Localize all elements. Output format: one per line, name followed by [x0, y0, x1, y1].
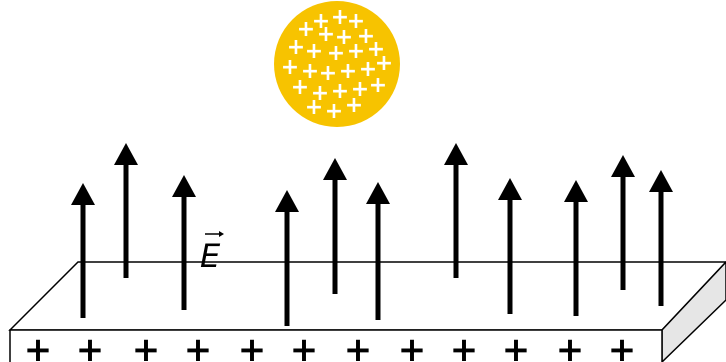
sphere-charge-plus: +: [369, 73, 387, 98]
sphere-charge-group: ++++++++++++++++++++++++++: [281, 5, 393, 124]
sphere-charge-plus: +: [301, 59, 319, 84]
field-arrow: [611, 155, 635, 290]
sphere-charge-plus: +: [297, 17, 315, 42]
sphere-charge-plus: +: [331, 79, 349, 104]
plate-charge-plus: +: [290, 330, 319, 362]
field-arrow-head: [366, 182, 390, 204]
field-arrow-head: [323, 158, 347, 180]
field-arrow: [366, 182, 390, 320]
field-arrow-head: [498, 178, 522, 200]
field-arrow: [323, 158, 347, 294]
sphere-charge-plus: +: [312, 9, 330, 34]
sphere-charge-plus: +: [311, 81, 329, 106]
plate-top-face: [8, 261, 726, 331]
sphere-charge-plus: +: [367, 37, 385, 62]
plate-charge-plus: +: [556, 330, 585, 362]
sphere-charge-plus: +: [357, 24, 375, 49]
sphere-charge-plus: +: [359, 57, 377, 82]
sphere-charge-plus: +: [351, 77, 369, 102]
sphere-charge-plus: +: [287, 35, 305, 60]
sphere-charge-plus: +: [305, 95, 323, 120]
field-arrow: [564, 180, 588, 316]
plate-front-face: [9, 329, 663, 362]
sphere-charge-plus: +: [335, 25, 353, 50]
field-arrow-head: [611, 155, 635, 177]
sphere-charge-plus: +: [281, 55, 299, 80]
field-label-group: E: [200, 231, 224, 275]
sphere-charge-plus: +: [319, 61, 337, 86]
field-arrow: [498, 178, 522, 314]
plate-charge-group: + + + + + + + + + + + +: [24, 330, 637, 362]
vector-arrow-head: [219, 231, 224, 237]
field-arrow: [114, 143, 138, 278]
field-arrow-head: [114, 143, 138, 165]
field-arrow-head: [275, 190, 299, 212]
sphere-charge-plus: +: [347, 39, 365, 64]
plate-charge-plus: +: [132, 330, 161, 362]
sphere-charge-plus: +: [325, 99, 343, 124]
plate-charge-plus: +: [608, 330, 637, 362]
plate-charge-plus: +: [238, 330, 267, 362]
field-arrow: [444, 143, 468, 278]
sphere-charge-plus: +: [327, 41, 345, 66]
plate-charge-plus: +: [502, 330, 531, 362]
sphere-charge-plus: +: [305, 39, 323, 64]
charged-plate: + + + + + + + + + + + +: [8, 260, 726, 362]
sphere-charge-plus: +: [331, 5, 349, 30]
field-arrow-head: [649, 170, 673, 192]
sphere-charge-plus: +: [347, 9, 365, 34]
sphere-charge-plus: +: [291, 75, 309, 100]
field-arrows: [71, 143, 673, 326]
field-arrow-head: [71, 183, 95, 205]
sphere-charge-plus: +: [345, 93, 363, 118]
plate-charge-plus: +: [344, 330, 373, 362]
plate-charge-plus: +: [76, 330, 105, 362]
sphere-charge-plus: +: [375, 51, 393, 76]
plate-charge-plus: +: [450, 330, 479, 362]
sphere-charge-plus: +: [339, 59, 357, 84]
field-arrow-head: [564, 180, 588, 202]
field-arrow-head: [444, 143, 468, 165]
sphere-charge-plus: +: [317, 22, 335, 47]
sphere-body: [274, 1, 400, 127]
field-arrow: [649, 170, 673, 306]
field-arrow: [172, 175, 196, 310]
field-arrow-head: [172, 175, 196, 197]
field-label: E: [200, 237, 221, 275]
field-arrow: [71, 183, 95, 318]
field-arrow: [275, 190, 299, 326]
plate-charge-plus: +: [24, 330, 53, 362]
plate-charge-plus: +: [398, 330, 427, 362]
plate-charge-plus: +: [184, 330, 213, 362]
charged-sphere: ++++++++++++++++++++++++++: [274, 1, 400, 127]
